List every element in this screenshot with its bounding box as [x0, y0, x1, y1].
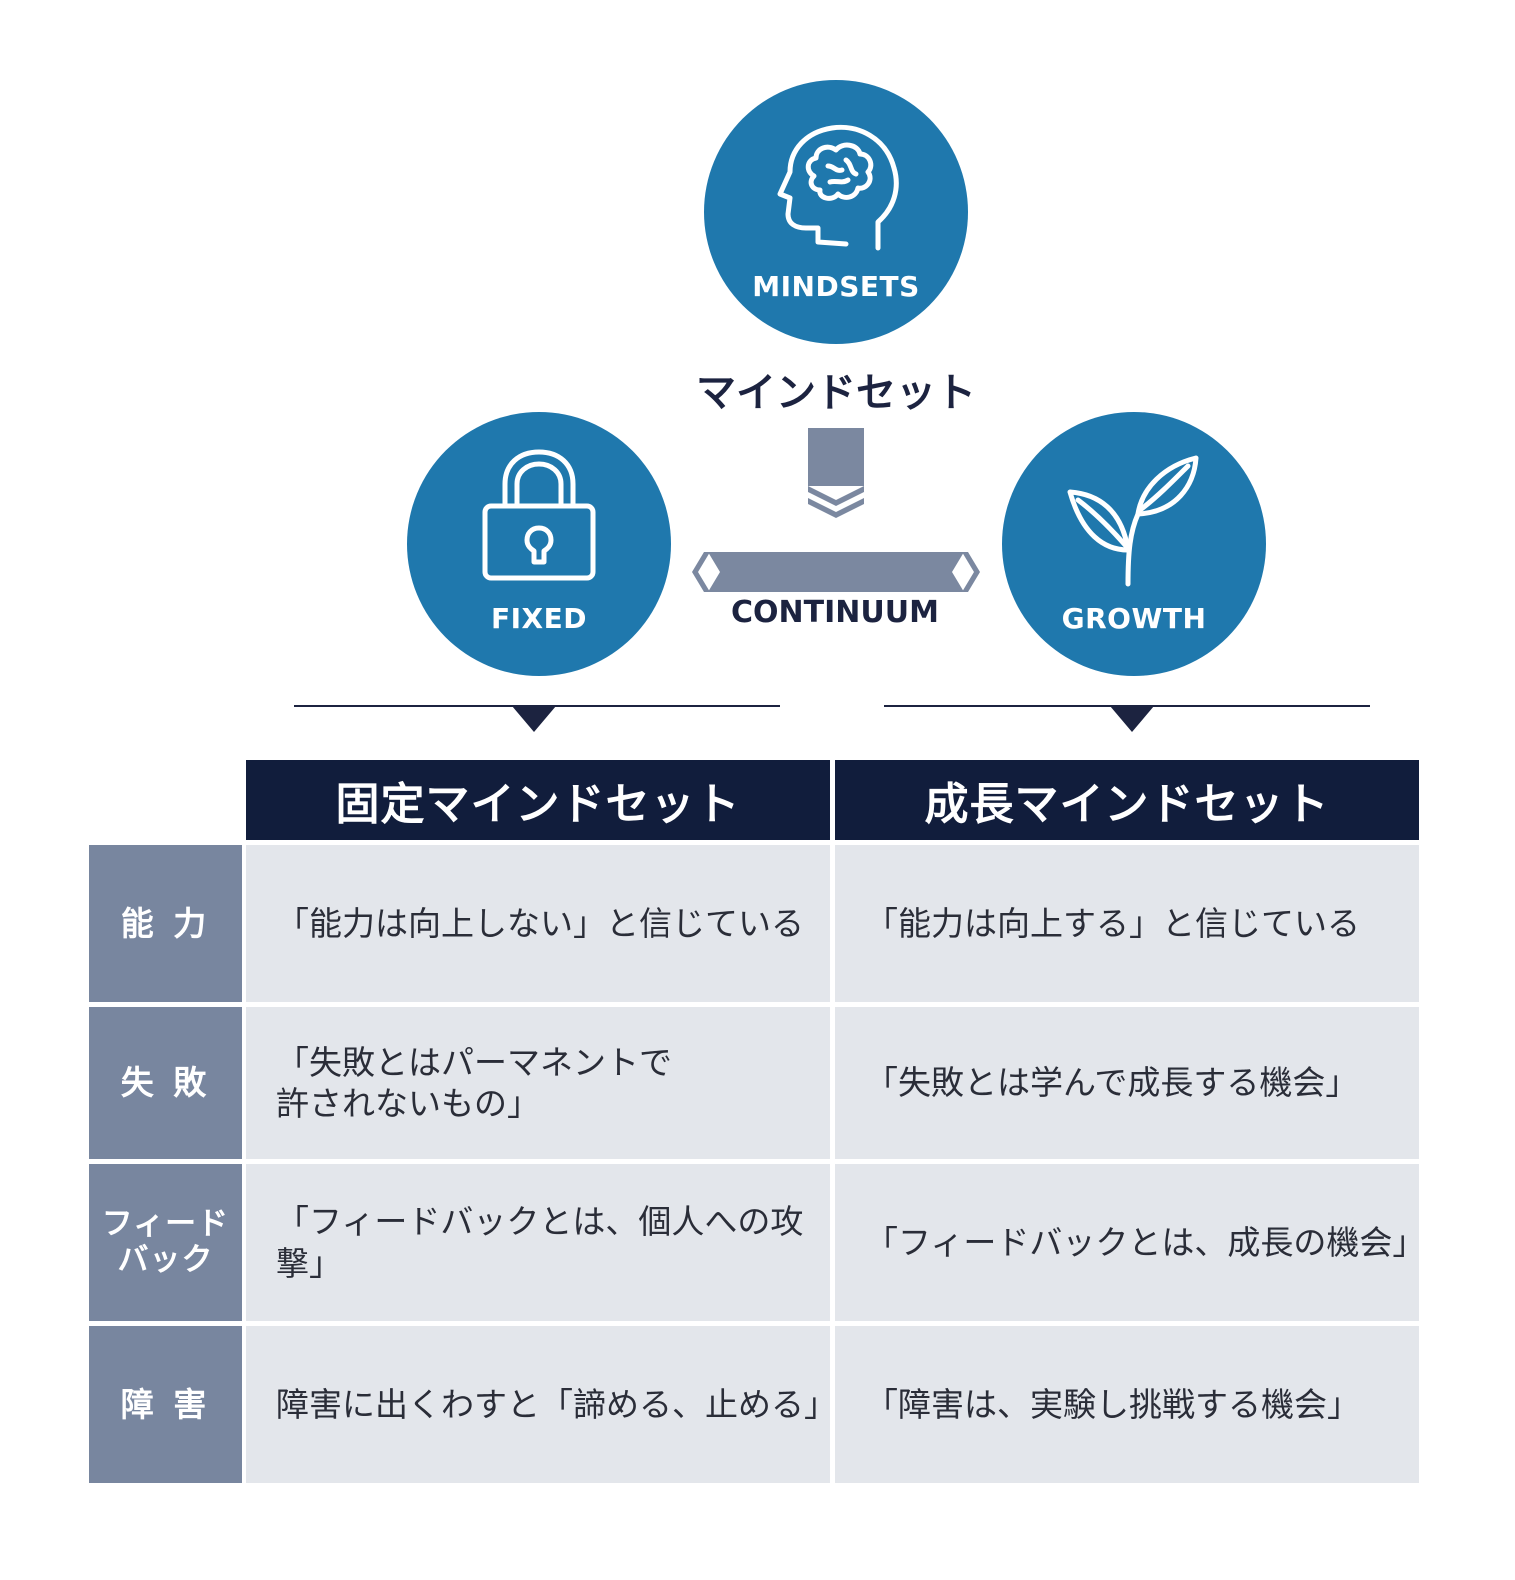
growth-connector: [884, 705, 1370, 732]
cell-fixed-feedback: 「フィードバックとは、個人への攻撃」: [246, 1164, 830, 1321]
mindsets-circle: MINDSETS: [704, 80, 968, 344]
cell-fixed-obstacles: 障害に出くわすと「諦める、止める」: [246, 1326, 837, 1483]
growth-circle: GROWTH: [1002, 412, 1266, 676]
cell-fixed-ability: 「能力は向上しない」と信じている: [246, 845, 830, 1002]
fixed-connector: [294, 705, 780, 732]
fixed-label: FIXED: [490, 602, 587, 635]
diagram-title: マインドセット: [696, 370, 976, 416]
cell-growth-obstacles: 「障害は、実験し挑戦する機会」: [835, 1326, 1419, 1483]
continuum-bar: [692, 552, 980, 592]
row-label-failure: 失 敗: [89, 1007, 242, 1159]
brain-head-icon: [777, 124, 899, 251]
header-fixed-mindset: 固定マインドセット: [246, 760, 830, 840]
header-growth-mindset: 成長マインドセット: [835, 760, 1419, 840]
row-label-ability: 能 力: [89, 845, 242, 1002]
row-label-feedback: フィード バック: [89, 1164, 242, 1321]
cell-growth-ability: 「能力は向上する」と信じている: [835, 845, 1419, 1002]
cell-growth-feedback: 「フィードバックとは、成長の機会」: [835, 1164, 1425, 1321]
growth-label: GROWTH: [1061, 602, 1207, 635]
row-label-obstacles: 障 害: [89, 1326, 242, 1483]
cell-fixed-failure: 「失敗とはパーマネントで 許されないもの」: [246, 1007, 830, 1159]
fixed-circle: FIXED: [407, 412, 671, 676]
cell-growth-failure: 「失敗とは学んで成長する機会」: [835, 1007, 1419, 1159]
sprout-icon: [1067, 455, 1199, 587]
padlock-icon: [482, 449, 596, 581]
continuum-label: CONTINUUM: [731, 595, 939, 630]
mindsets-label: MINDSETS: [752, 270, 920, 303]
down-arrow: [808, 428, 864, 518]
